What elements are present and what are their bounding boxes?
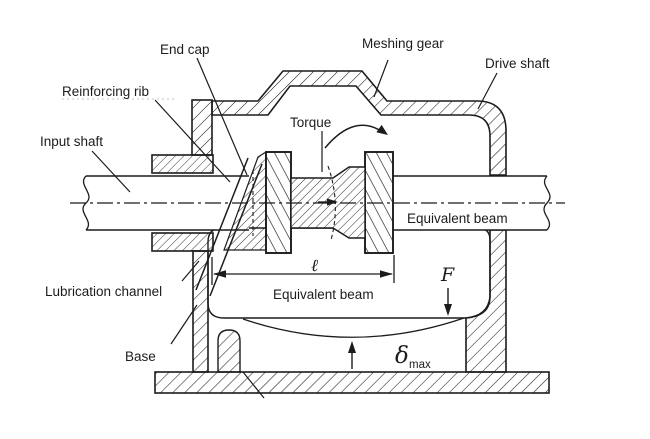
base-pointer-line xyxy=(242,371,265,399)
lubrication-rib-pocket xyxy=(217,329,241,373)
force-arrow xyxy=(444,288,452,316)
base-plate xyxy=(154,371,550,394)
dim-arrow-left xyxy=(213,270,226,278)
deflection-arrow xyxy=(348,341,356,369)
housing xyxy=(151,70,550,394)
leader-lines xyxy=(91,57,498,399)
length-dimension xyxy=(211,255,395,285)
cavity-outline xyxy=(207,227,491,319)
end-cap-flange-top xyxy=(151,154,214,174)
label-lubrication-channel: Lubrication channel xyxy=(45,284,162,299)
label-reinforcing-rib: Reinforcing rib xyxy=(62,84,149,99)
deflection-curve xyxy=(242,317,465,338)
shaft-break-right xyxy=(543,175,551,231)
label-deflection-subscript: max xyxy=(409,359,431,371)
axis-arrow xyxy=(318,198,338,206)
dim-arrow-right xyxy=(380,270,393,278)
label-meshing-gear: Meshing gear xyxy=(362,36,444,51)
end-cap-leader xyxy=(196,57,248,176)
label-torque: Torque xyxy=(290,115,331,130)
label-end-cap: End cap xyxy=(160,42,210,57)
label-deflection-symbol: δ xyxy=(395,343,409,369)
right-wall-lower xyxy=(465,229,507,373)
meshing-gear-leader xyxy=(373,59,389,98)
label-force-symbol: F xyxy=(440,264,455,286)
reinforcing-rib-leader xyxy=(154,99,231,183)
torque-arrow xyxy=(324,124,388,149)
label-base: Base xyxy=(125,349,156,364)
label-length-symbol: ℓ xyxy=(311,256,318,276)
label-equivalent-beam-upper: Equivalent beam xyxy=(407,211,508,226)
label-input-shaft: Input shaft xyxy=(40,134,103,149)
label-equivalent-beam-lower: Equivalent beam xyxy=(273,287,374,302)
input-shaft-leader xyxy=(91,150,131,193)
housing-top-cover xyxy=(211,70,507,176)
left-wall-lower xyxy=(192,250,209,373)
lubrication-channel-leader xyxy=(181,260,200,282)
labels: End cap Meshing gear Drive shaft Reinfor… xyxy=(40,36,550,371)
base-leader xyxy=(170,304,198,345)
end-cap-flange-bottom xyxy=(151,232,214,252)
label-drive-shaft: Drive shaft xyxy=(485,56,550,71)
left-wall-upper xyxy=(191,99,213,156)
drive-shaft-leader xyxy=(477,72,498,110)
